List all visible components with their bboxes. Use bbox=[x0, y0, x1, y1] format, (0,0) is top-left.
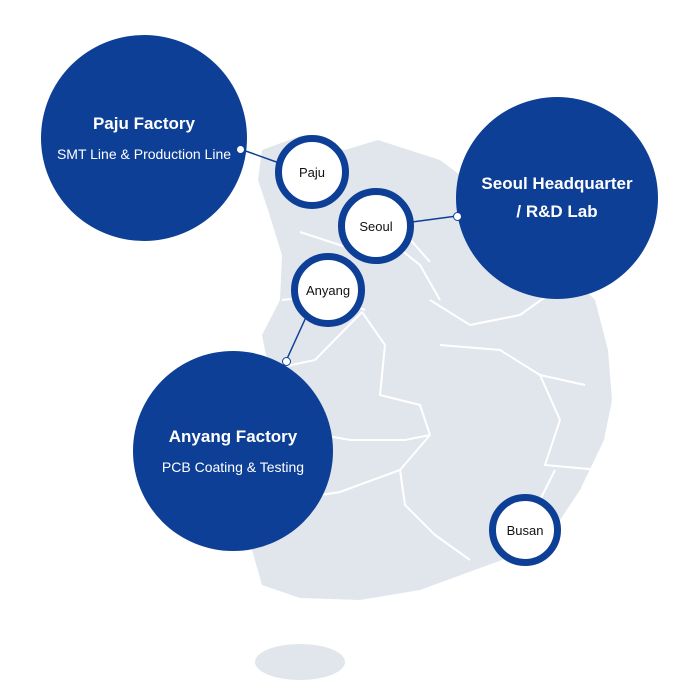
seoul-connector-dot bbox=[453, 212, 462, 221]
busan-pin-label: Busan bbox=[507, 523, 544, 538]
anyang-factory-title: Anyang Factory bbox=[169, 426, 297, 448]
anyang-factory-subtitle: PCB Coating & Testing bbox=[162, 458, 304, 476]
paju-pin: Paju bbox=[275, 135, 349, 209]
seoul-headquarter-subtitle: / R&D Lab bbox=[516, 201, 597, 223]
paju-connector-dot bbox=[236, 145, 245, 154]
paju-pin-label: Paju bbox=[299, 165, 325, 180]
jeju-island bbox=[255, 644, 345, 680]
busan-pin: Busan bbox=[489, 494, 561, 566]
anyang-pin-label: Anyang bbox=[306, 283, 350, 298]
seoul-headquarter-title: Seoul Headquarter bbox=[481, 173, 632, 195]
seoul-pin: Seoul bbox=[338, 188, 414, 264]
anyang-connector-dot bbox=[282, 357, 291, 366]
paju-factory-subtitle: SMT Line & Production Line bbox=[57, 145, 231, 163]
paju-factory-circle: Paju Factory SMT Line & Production Line bbox=[41, 35, 247, 241]
anyang-factory-circle: Anyang Factory PCB Coating & Testing bbox=[133, 351, 333, 551]
seoul-headquarter-circle: Seoul Headquarter / R&D Lab bbox=[456, 97, 658, 299]
paju-factory-title: Paju Factory bbox=[93, 113, 195, 135]
anyang-pin: Anyang bbox=[291, 253, 365, 327]
seoul-pin-label: Seoul bbox=[359, 219, 392, 234]
